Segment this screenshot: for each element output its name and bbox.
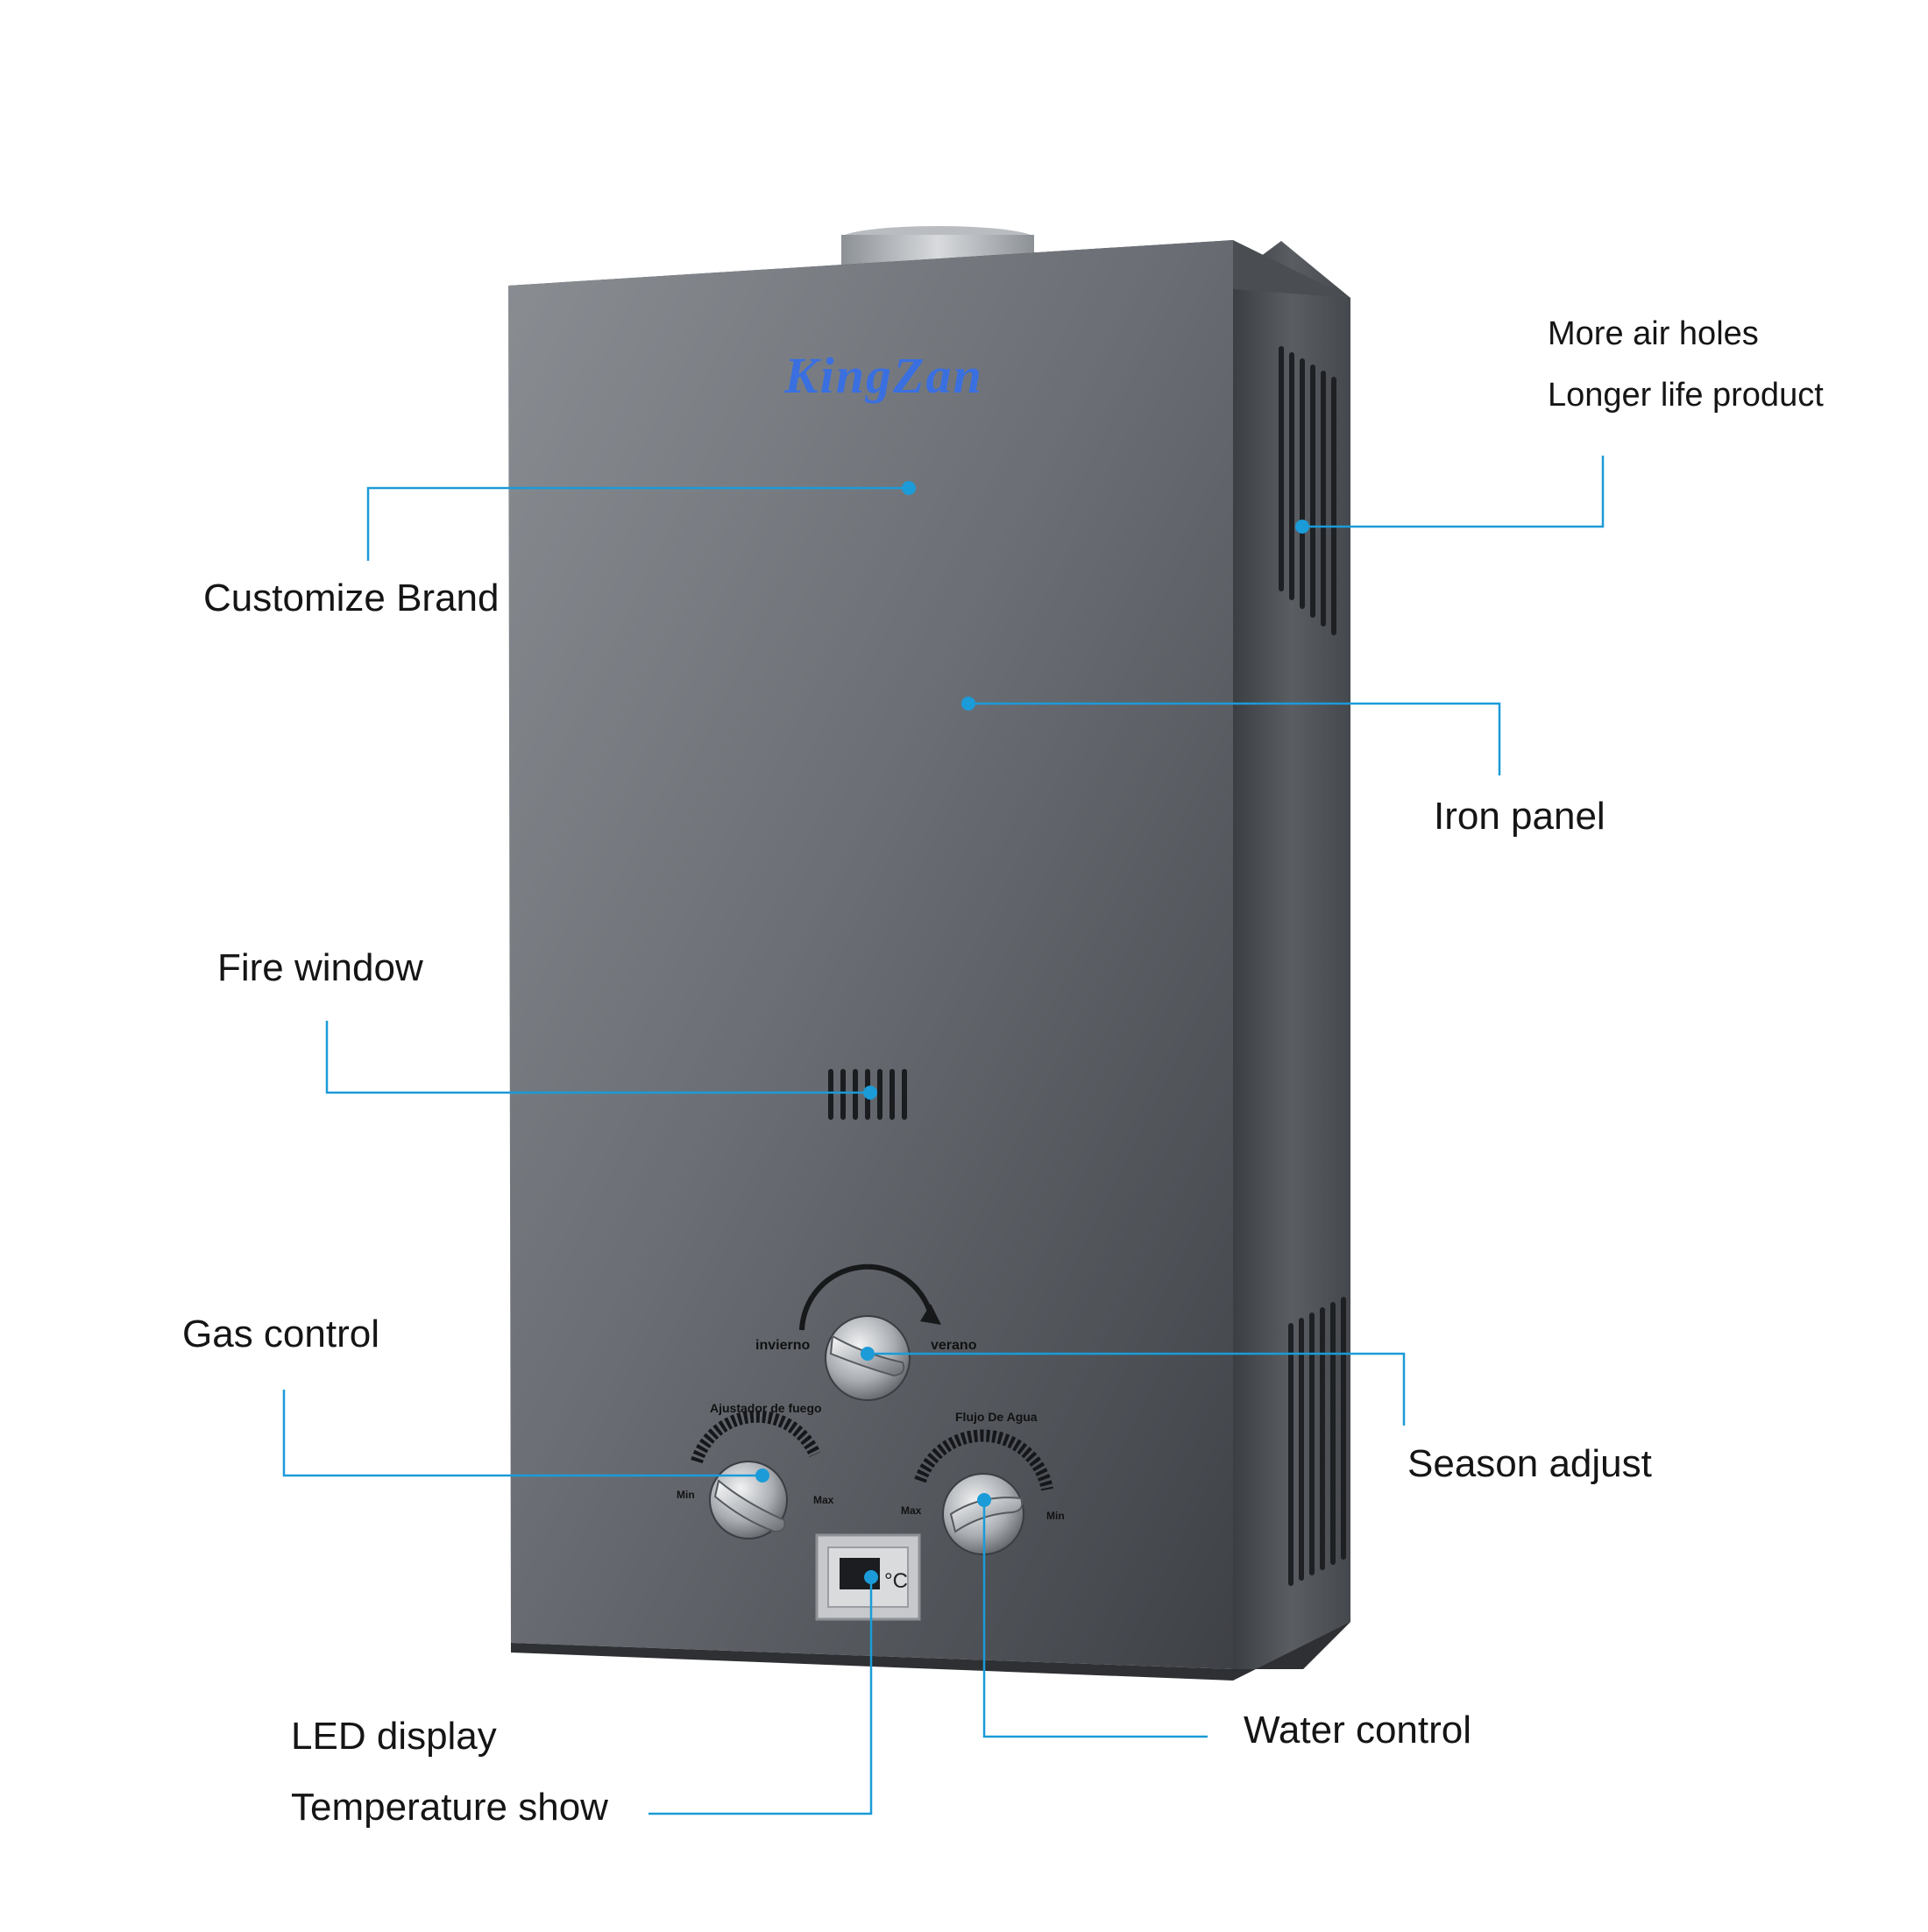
dot-season-adjust [861, 1347, 875, 1361]
brand-logo: KingZan [783, 347, 983, 404]
line-iron-panel [968, 702, 1501, 775]
callout-dots [755, 481, 1309, 1584]
season-knob[interactable]: invierno verano [755, 1263, 977, 1401]
dot-water-control [977, 1493, 991, 1507]
fire-window-label: Fire window [217, 946, 423, 989]
season-adjust-label: Season adjust [1407, 1442, 1652, 1485]
customize-brand-label: Customize Brand [203, 577, 500, 619]
water-knob-title: Flujo De Agua [955, 1410, 1038, 1424]
iron-panel-label: Iron panel [1434, 795, 1605, 838]
verano-label: verano [931, 1338, 977, 1353]
air-holes-upper [1279, 346, 1336, 635]
dot-fire-window [863, 1086, 877, 1100]
line-season-adjust [868, 1352, 1406, 1426]
line-water-control [982, 1500, 1208, 1738]
dot-led-display [864, 1570, 878, 1584]
front-panel [508, 240, 1233, 1669]
dot-air-holes [1295, 520, 1309, 534]
water-control-label: Water control [1244, 1709, 1472, 1752]
dot-customize-brand [902, 481, 916, 495]
invierno-label: invierno [755, 1338, 810, 1353]
air-holes-label-2: Longer life product [1548, 377, 1824, 414]
temperature-show-label: Temperature show [291, 1786, 608, 1829]
water-min-label: Min [1046, 1510, 1065, 1522]
led-display: °C [815, 1533, 921, 1621]
gas-knob-title: Ajustador de fuego [710, 1401, 822, 1415]
callout-lines [282, 456, 1605, 1815]
gas-control-label: Gas control [182, 1313, 379, 1355]
line-customize-brand [366, 486, 909, 561]
celsius-unit: °C [884, 1569, 908, 1593]
line-air-holes [1302, 456, 1605, 528]
dot-gas-control [755, 1468, 769, 1483]
dot-iron-panel [961, 697, 975, 711]
air-holes-label-1: More air holes [1548, 315, 1759, 352]
gas-max-label: Max [813, 1494, 834, 1506]
air-holes-lower [1288, 1297, 1346, 1586]
bottom-edge [511, 1622, 1350, 1681]
gas-min-label: Min [677, 1489, 695, 1501]
gas-control-knob[interactable]: Ajustador de fuego Min Max [677, 1401, 834, 1539]
water-max-label: Max [901, 1504, 922, 1517]
led-display-label: LED display [291, 1715, 497, 1758]
line-fire-window [325, 1021, 870, 1094]
line-gas-control [282, 1390, 762, 1477]
line-led-display [649, 1577, 873, 1815]
